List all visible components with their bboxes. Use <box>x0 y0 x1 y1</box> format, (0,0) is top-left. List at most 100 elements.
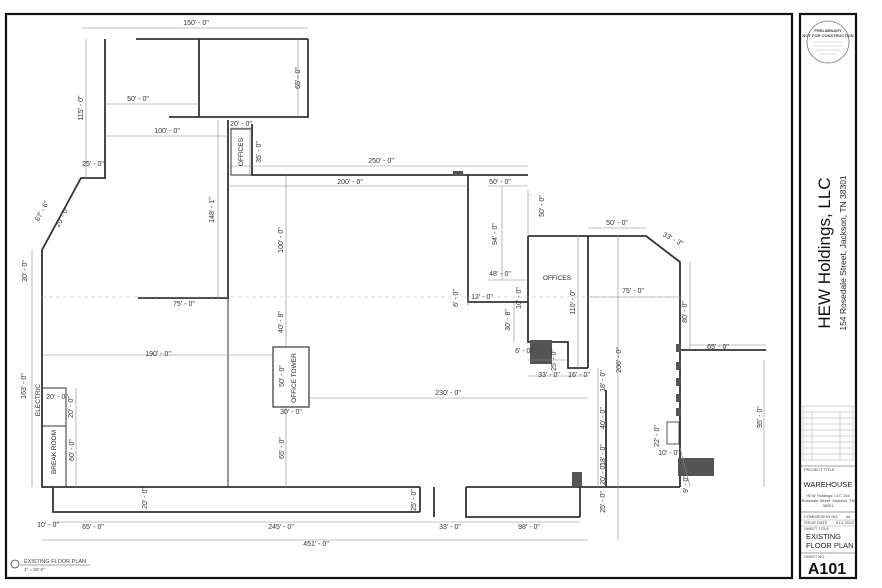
dim-label: 20' - 0" <box>68 396 75 418</box>
dock-block <box>678 458 714 476</box>
dim-label: 30' - 0" <box>22 260 29 282</box>
dim-label: 20' - 0" <box>142 487 149 509</box>
project-address-line-1: HEW Holdings, LLC 154 <box>806 493 850 498</box>
stamp-fine-print <box>814 41 842 55</box>
dim-label: 40' - 0" <box>600 407 607 429</box>
dim-label: 10' - 0" <box>516 287 523 309</box>
room-label-break-room: BREAK ROOM <box>51 430 58 474</box>
room-label-offices: OFFICES <box>238 137 245 166</box>
sheet-title-line-2: FLOOR PLAN <box>806 541 854 550</box>
dim-label: 6' - 0" <box>453 289 460 307</box>
dim-label: 10' - 0" <box>658 450 680 457</box>
dim-label: 20' - 0" <box>46 394 68 401</box>
grid-lines <box>42 194 680 298</box>
dim-label: 80' - 0" <box>682 301 689 323</box>
dim-label: 100' - 0" <box>278 227 285 253</box>
dim-label: 40' - 8" <box>278 311 285 333</box>
column-block <box>572 472 582 486</box>
roof-hatch <box>453 171 463 176</box>
dim-label: 206' - 0" <box>616 347 623 373</box>
stamp-line-2: NOT FOR CONSTRUCTION <box>802 33 853 38</box>
dim-label: 115' - 0" <box>78 95 85 121</box>
dim-label: 12' - 0" <box>471 294 493 301</box>
dim-label: 60' - 0" <box>69 439 76 461</box>
dim-label: 65' - 0" <box>707 344 729 351</box>
stair-block <box>530 340 552 364</box>
project-address-line-2: Rosedale Street, Jackson, TN <box>801 498 854 503</box>
floor-plan: 150' - 0" 65' - 0" 115' - 0" 50' - 0" 10… <box>10 20 766 572</box>
dimension-labels: 150' - 0" 65' - 0" 115' - 0" 50' - 0" 10… <box>21 20 764 548</box>
dim-label: 245' - 0" <box>268 524 294 531</box>
dock-office <box>666 421 680 445</box>
dim-label: 65' - 0" <box>295 67 302 89</box>
dim-label: 95' - 0" <box>757 406 764 428</box>
office-tower-room <box>272 346 310 408</box>
project-address-line-3: 38301 <box>822 503 834 508</box>
dim-label: 20' - 0" <box>54 206 71 229</box>
dim-label: 65' - 0" <box>279 437 286 459</box>
drawing-frame <box>4 12 794 580</box>
dim-label: 25' - 0" <box>411 489 418 511</box>
dim-label: 25' - 0" <box>82 161 104 168</box>
dim-label: 6' - 0" <box>515 348 533 355</box>
dimension-lines <box>31 27 766 541</box>
dim-label: 30' - 0" <box>280 409 302 416</box>
dim-label: 25' - 0" <box>600 491 607 513</box>
sheet-title-line-1: EXISTING <box>806 532 841 541</box>
dim-label: 50' - 0" <box>489 179 511 186</box>
view-title: EXISTING FLOOR PLAN <box>24 559 86 565</box>
dim-label: 48' - 0" <box>489 271 511 278</box>
company-name: HEW Holdings, LLC <box>815 177 834 328</box>
dim-label: 75' - 0" <box>622 288 644 295</box>
room-label-electric: ELECTRIC <box>35 384 42 416</box>
dim-label: 190' - 0" <box>145 351 171 358</box>
dim-label: 110' - 0" <box>570 289 577 315</box>
dim-label: 200' - 0" <box>337 179 363 186</box>
dim-label: 451' - 0" <box>303 541 329 548</box>
room-label-offices: OFFICES <box>543 275 572 282</box>
dim-label: 150' - 0" <box>183 20 209 27</box>
dim-label: 33' - 0" <box>538 372 560 379</box>
commission-value: ## <box>846 514 851 519</box>
dim-label: 25' - 0" <box>551 349 558 371</box>
dim-label: 20' - 0" <box>230 121 252 128</box>
sheet-title-label: SHEET TITLE <box>804 526 830 531</box>
dim-label: 148' - 1" <box>209 197 216 223</box>
dim-label: 33' - 0" <box>439 524 461 531</box>
revision-table <box>802 405 854 461</box>
offices-room-north <box>230 128 253 176</box>
dim-label: 9' - 0" <box>683 475 690 493</box>
dim-label: 18' - 0" <box>600 370 607 392</box>
dim-label: 50' - 0" <box>539 195 546 217</box>
dim-label: 10' - 0" <box>37 522 59 529</box>
dim-label: 250' - 0" <box>368 158 394 165</box>
dock-doors <box>676 344 681 416</box>
company-address: 154 Rosedale Street, Jackson, TN 38301 <box>838 175 848 331</box>
dim-label: 65' - 0" <box>82 524 104 531</box>
break-room <box>41 425 67 488</box>
dim-label: 50' - 0" <box>606 220 628 227</box>
view-marker-icon <box>10 559 20 569</box>
dim-label: 100' - 0" <box>154 128 180 135</box>
dim-label: 50' - 0" <box>127 96 149 103</box>
stamp-line-1: PRELIMINARY <box>814 28 842 33</box>
dim-label: 33' - 3" <box>661 231 684 248</box>
dim-label: 22' - 0" <box>654 425 661 447</box>
dim-label: 230' - 0" <box>435 390 461 397</box>
dim-label: 98' - 0" <box>518 524 540 531</box>
dim-label: 20' - 0" <box>600 463 607 485</box>
room-label-office-tower: OFFICE TOWER <box>291 353 298 403</box>
view-scale: 1" = 20'-0" <box>24 567 45 572</box>
dim-label: 75' - 0" <box>173 301 195 308</box>
dim-label: 67' - 6" <box>34 200 51 223</box>
title-block-frame <box>798 12 858 580</box>
sheet-number: A101 <box>808 561 846 578</box>
issue-date-label: ISSUE DATE <box>804 520 828 525</box>
dim-label: 30' - 8" <box>505 309 512 331</box>
commission-label: COMMISSION NO. <box>804 514 838 519</box>
sheet-no-label: SHEET NO. <box>804 554 826 559</box>
issue-date-value: 01.1.2022 <box>836 520 855 525</box>
dim-label: 50' - 0" <box>279 365 286 387</box>
title-block: PRELIMINARY NOT FOR CONSTRUCTION HEW Hol… <box>801 20 855 578</box>
